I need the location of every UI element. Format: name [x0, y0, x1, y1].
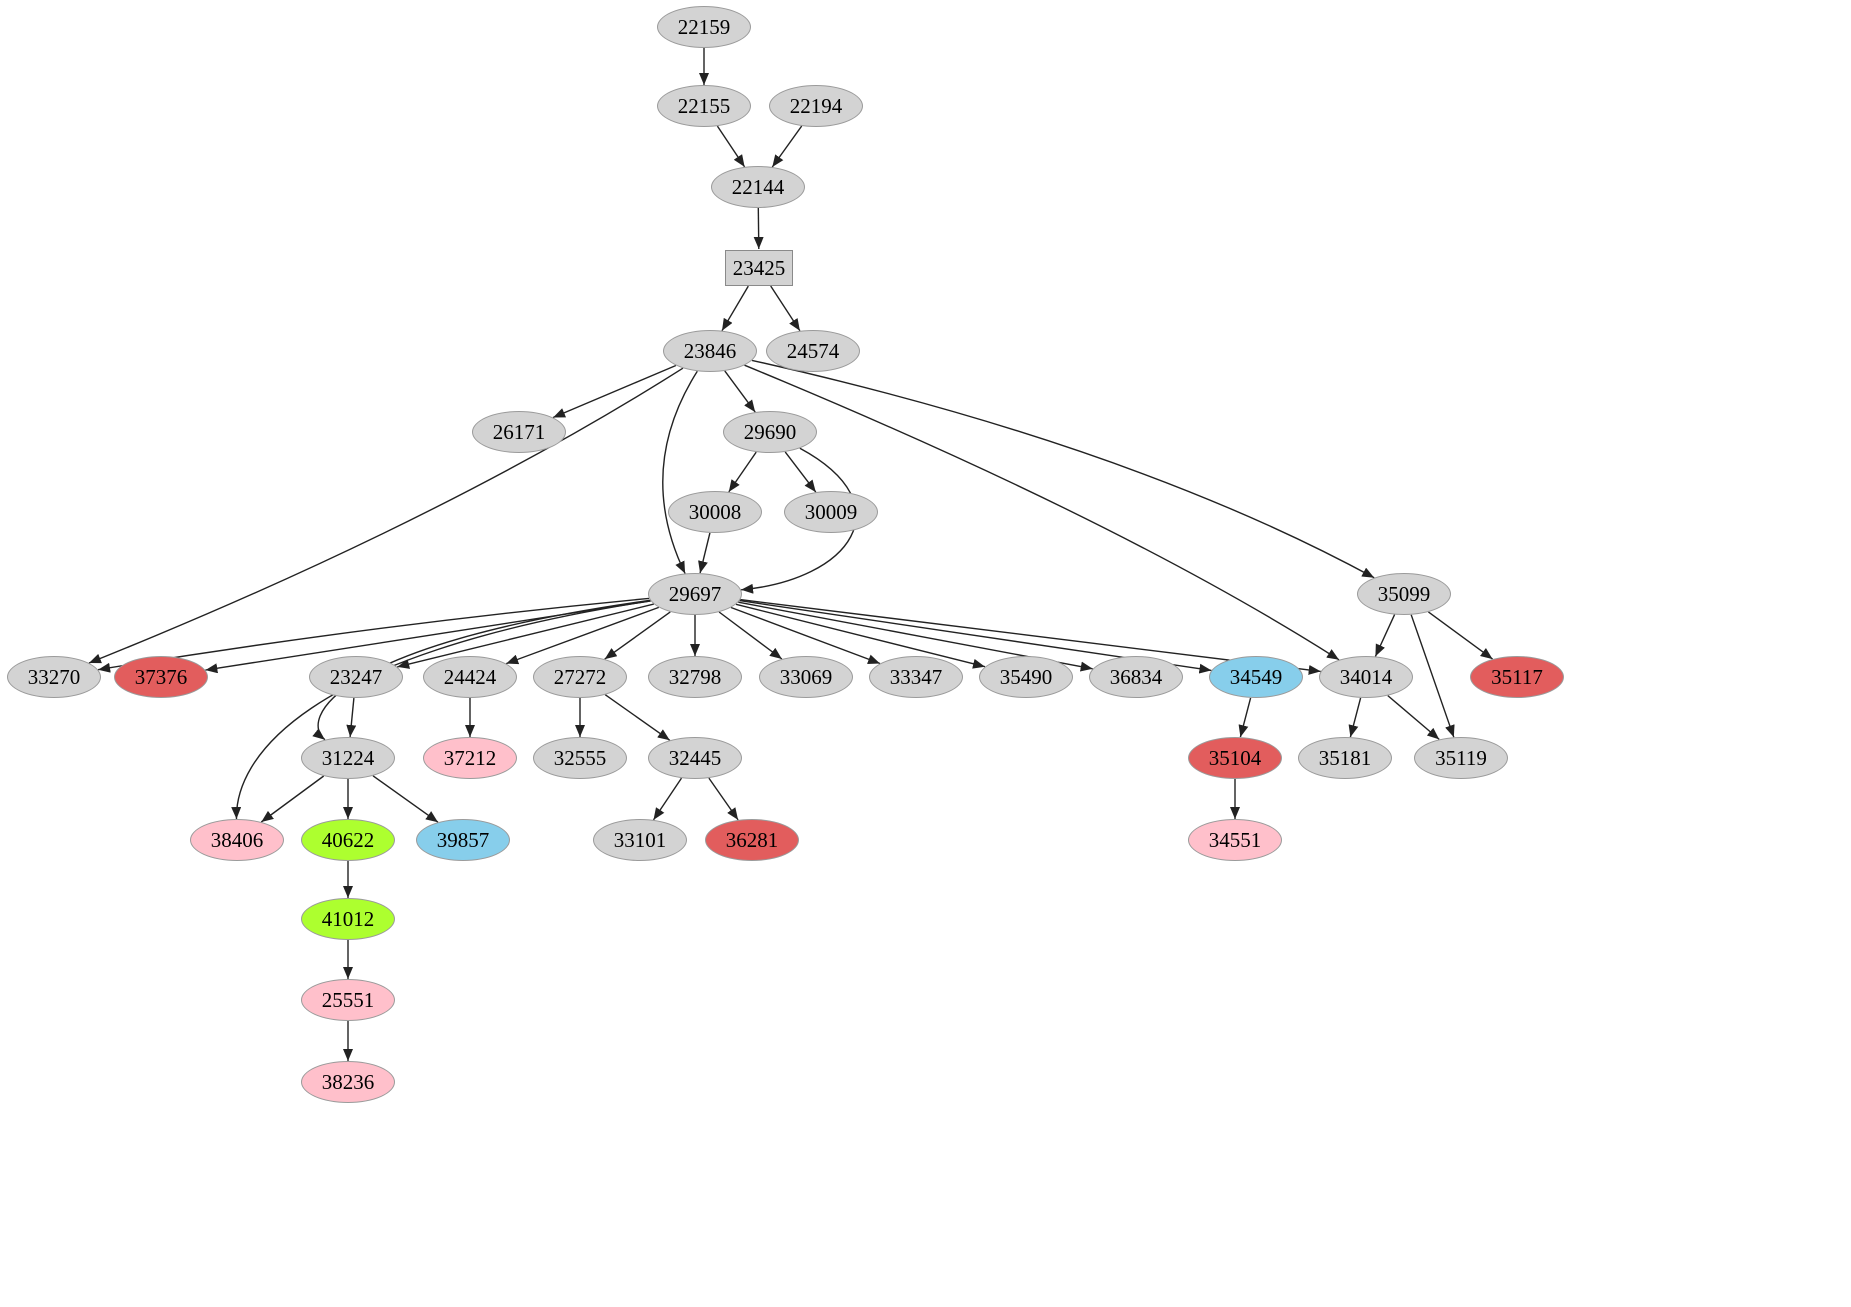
graph-node-38236: 38236: [301, 1061, 395, 1103]
edge-31224-to-39857: [372, 775, 439, 823]
graph-node-33270: 33270: [7, 656, 101, 698]
edge-22144-to-23425: [753, 207, 764, 250]
edge-22155-to-22144: [716, 125, 746, 168]
graph-node-37212: 37212: [423, 737, 517, 779]
graph-node-33101: 33101: [593, 819, 687, 861]
edge-35099-to-35119: [1410, 614, 1455, 738]
graph-node-34549: 34549: [1209, 656, 1303, 698]
graph-node-32445: 32445: [648, 737, 742, 779]
graph-node-41012: 41012: [301, 898, 395, 940]
graph-node-35099: 35099: [1357, 573, 1451, 615]
graph-node-35490: 35490: [979, 656, 1073, 698]
edge-32445-to-36281: [708, 777, 739, 821]
edge-29697-to-24424: [505, 606, 660, 665]
edge-27272-to-32445: [604, 694, 671, 741]
edge-31224-to-38406: [260, 775, 325, 823]
edge-22194-to-22144: [771, 125, 803, 168]
graph-node-31224: 31224: [301, 737, 395, 779]
graph-edges: [88, 48, 1494, 1061]
edge-32445-to-33101: [652, 777, 683, 821]
edge-35099-to-34014: [1374, 614, 1396, 657]
edge-23425-to-23846: [721, 285, 749, 332]
edge-29697-to-38406: [231, 600, 651, 820]
graph-node-33069: 33069: [759, 656, 853, 698]
graph-node-35117: 35117: [1470, 656, 1564, 698]
edge-34014-to-35119: [1387, 695, 1440, 740]
edge-23846-to-26171: [552, 364, 677, 419]
edge-29690-to-30009: [784, 451, 817, 493]
edge-23846-to-33270: [88, 367, 684, 664]
graph-node-30009: 30009: [784, 491, 878, 533]
graph-node-35119: 35119: [1414, 737, 1508, 779]
graph-node-33347: 33347: [869, 656, 963, 698]
graph-node-23846: 23846: [663, 330, 757, 372]
graph-node-36281: 36281: [705, 819, 799, 861]
graph-node-38406: 38406: [190, 819, 284, 861]
edge-29697-to-33069: [718, 611, 783, 660]
edge-23846-to-35099: [751, 359, 1375, 579]
edge-30008-to-29697: [698, 532, 711, 574]
graph-node-39857: 39857: [416, 819, 510, 861]
edge-23247-to-31224: [346, 697, 357, 738]
edge-35099-to-35117: [1427, 611, 1494, 660]
graph-node-40622: 40622: [301, 819, 395, 861]
edge-29697-to-33347: [730, 606, 881, 665]
edge-34549-to-35104: [1238, 697, 1252, 738]
edge-29697-to-27272: [604, 611, 671, 660]
graph-node-25551: 25551: [301, 979, 395, 1021]
edge-23846-to-29690: [724, 370, 756, 413]
graph-node-22155: 22155: [657, 85, 751, 127]
graph-node-35104: 35104: [1188, 737, 1282, 779]
edge-29697-to-23247: [397, 603, 654, 669]
edge-29690-to-29697: [741, 447, 857, 594]
graph-node-36834: 36834: [1089, 656, 1183, 698]
graph-node-29697: 29697: [648, 573, 742, 615]
edge-29697-to-35490: [735, 603, 986, 669]
graph-node-32798: 32798: [648, 656, 742, 698]
edge-23425-to-24574: [770, 285, 801, 332]
graph-node-24574: 24574: [766, 330, 860, 372]
graph-node-37376: 37376: [114, 656, 208, 698]
graph-node-27272: 27272: [533, 656, 627, 698]
edge-23846-to-29697: [662, 370, 698, 574]
graph-node-34014: 34014: [1319, 656, 1413, 698]
edge-34014-to-35181: [1348, 697, 1362, 738]
graph-node-34551: 34551: [1188, 819, 1282, 861]
graph-node-22144: 22144: [711, 166, 805, 208]
graph-node-23425: 23425: [725, 250, 793, 286]
graph-node-30008: 30008: [668, 491, 762, 533]
graph-node-22194: 22194: [769, 85, 863, 127]
edge-23846-to-34014: [744, 364, 1340, 661]
graph-node-24424: 24424: [423, 656, 517, 698]
graph-node-22159: 22159: [657, 6, 751, 48]
graph-node-35181: 35181: [1298, 737, 1392, 779]
graph-node-32555: 32555: [533, 737, 627, 779]
graph-node-23247: 23247: [309, 656, 403, 698]
edge-29690-to-30008: [728, 451, 757, 493]
graph-node-26171: 26171: [472, 411, 566, 453]
graph-node-29690: 29690: [723, 411, 817, 453]
edge-29697-to-34014: [740, 598, 1321, 675]
